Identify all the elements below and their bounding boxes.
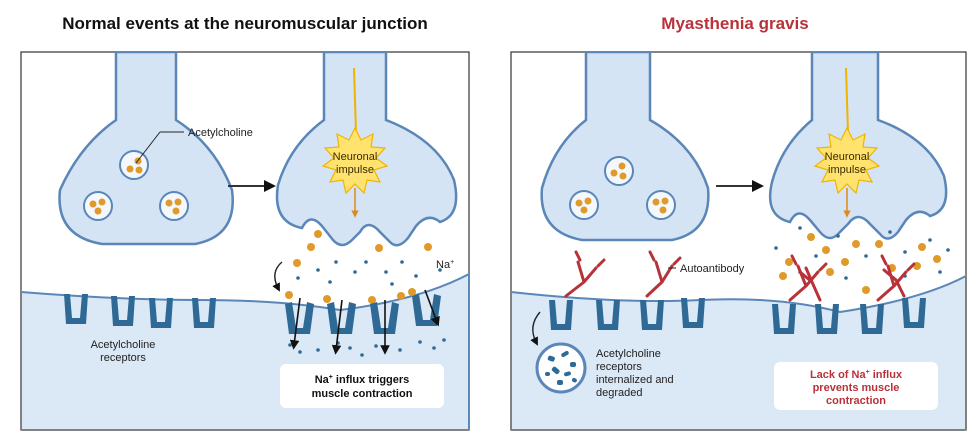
- vesicle: [159, 191, 189, 221]
- label-neuronal-impulse-line1: Neuronal: [333, 151, 378, 163]
- acetylcholine-pointer: [135, 131, 161, 164]
- sodium-influx-arrows: [289, 289, 440, 355]
- callout-disease-line1: Lack of Na+ influx: [810, 369, 903, 381]
- callout-normal-line2: muscle contraction: [312, 388, 413, 400]
- binding-arrow: [272, 261, 283, 292]
- vesicle: [569, 190, 599, 220]
- neuronal-impulse-burst: [321, 67, 389, 218]
- label-sodium: Na+: [436, 259, 454, 271]
- label-internalized-line1: Acetylcholine: [596, 348, 661, 360]
- label-ach-receptors-line2: receptors: [100, 352, 146, 364]
- neuronal-impulse-burst: [813, 67, 881, 218]
- callout-normal-line1: Na+ influx triggers: [315, 374, 410, 386]
- label-neuronal-impulse-line2: impulse: [828, 164, 866, 176]
- internalization-arrow: [530, 311, 541, 346]
- callout-normal: [280, 364, 444, 408]
- released-acetylcholine: [285, 230, 432, 304]
- label-internalized-line2: receptors: [596, 361, 642, 373]
- panel-normal: Acetylcholine Neuronal impulse Na+: [20, 51, 470, 431]
- title-normal-events: Normal events at the neuromuscular junct…: [62, 14, 428, 33]
- vesicle: [83, 191, 113, 221]
- callout-disease-line3: contraction: [826, 395, 886, 407]
- vesicle: [646, 190, 676, 220]
- label-neuronal-impulse-line2: impulse: [336, 164, 374, 176]
- vesicle: [119, 150, 149, 180]
- autoantibody: [564, 250, 916, 302]
- label-internalized-line4: degraded: [596, 387, 643, 399]
- acetylcholine-receptor: [549, 298, 926, 334]
- panel-myasthenia: Neuronal impulse: [510, 51, 967, 431]
- callout-disease-line2: prevents muscle: [813, 382, 900, 394]
- label-internalized-line3: internalized and: [596, 374, 674, 386]
- label-neuronal-impulse-line1: Neuronal: [825, 151, 870, 163]
- vesicle: [604, 156, 634, 186]
- label-ach-receptors-line1: Acetylcholine: [91, 339, 156, 351]
- label-autoantibody: Autoantibody: [680, 263, 745, 275]
- callout-disease: [774, 362, 938, 410]
- degradation-vesicle: [535, 342, 587, 394]
- acetylcholine-receptor: [64, 294, 216, 328]
- label-acetylcholine: Acetylcholine: [188, 127, 253, 139]
- title-myasthenia-gravis: Myasthenia gravis: [661, 14, 809, 33]
